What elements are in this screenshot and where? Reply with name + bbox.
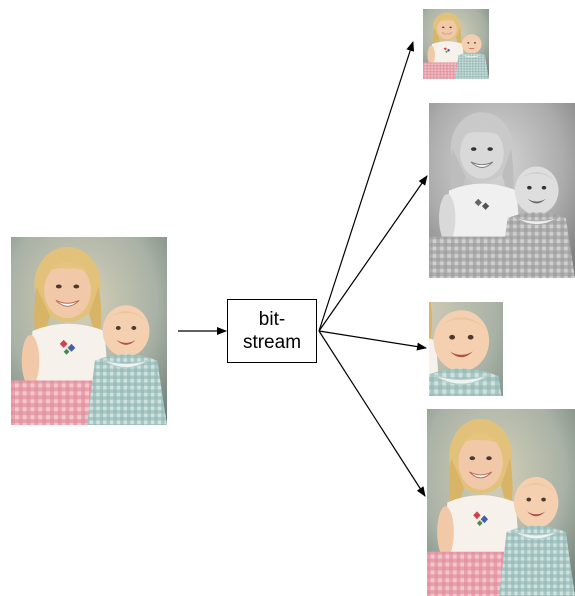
output-arrow-4 [318, 330, 426, 497]
bitstream-label-line2: stream [242, 332, 302, 353]
bitstream-box: bit- stream [227, 299, 317, 363]
output-arrow-3 [318, 330, 427, 351]
output-grayscale-photo [429, 103, 575, 278]
source-photo [11, 237, 167, 425]
output-cropped-baby-photo [429, 302, 503, 396]
output-full-quality-photo [427, 409, 575, 596]
output-arrow-2 [318, 175, 428, 332]
output-low-resolution-photo [423, 9, 489, 79]
bitstream-label-line1: bit- [258, 309, 286, 330]
output-arrow-1 [318, 41, 415, 332]
